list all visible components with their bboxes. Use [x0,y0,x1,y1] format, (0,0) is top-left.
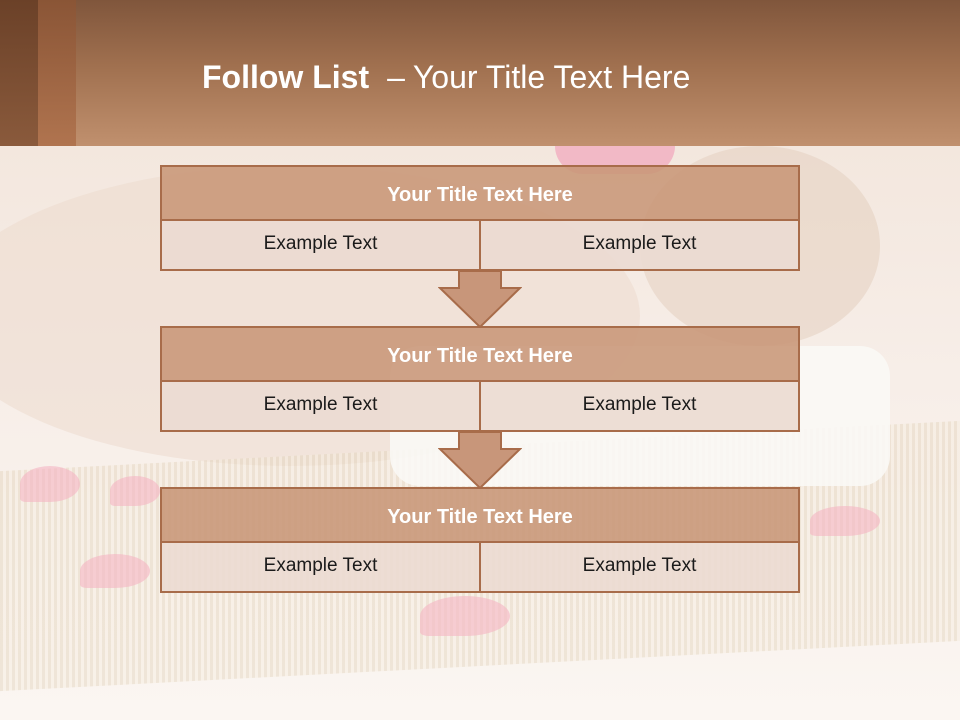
flow-step-title: Your Title Text Here [160,326,800,382]
header-accent-strip-dark [0,0,38,146]
slide-title-rest: Your Title Text Here [412,59,691,95]
slide-title-dash: – [387,59,405,95]
flow-step-row: Example Text Example Text [160,543,800,593]
slide-title-bold: Follow List [202,59,370,95]
photo-petal [420,596,510,636]
header-band: Follow List–Your Title Text Here [0,0,960,146]
down-arrow-icon [438,432,522,490]
flow-step-row: Example Text Example Text [160,382,800,432]
flow-step-title: Your Title Text Here [160,165,800,221]
flow-step-1: Your Title Text Here Example Text Exampl… [160,165,800,271]
photo-petal [810,506,880,536]
flow-step-row: Example Text Example Text [160,221,800,271]
flow-step-cell-left: Example Text [160,382,481,432]
header-accent-strip-light [38,0,76,146]
photo-petal [20,466,80,502]
down-arrow-icon [438,271,522,329]
flow-step-cell-left: Example Text [160,221,481,271]
flow-step-3: Your Title Text Here Example Text Exampl… [160,487,800,593]
flow-step-cell-right: Example Text [479,543,800,593]
flow-step-cell-right: Example Text [479,221,800,271]
flow-step-cell-left: Example Text [160,543,481,593]
photo-petal [80,554,150,588]
slide-title: Follow List–Your Title Text Here [202,55,690,99]
flow-step-cell-right: Example Text [479,382,800,432]
flow-step-title: Your Title Text Here [160,487,800,543]
flow-step-2: Your Title Text Here Example Text Exampl… [160,326,800,432]
photo-petal [110,476,160,506]
